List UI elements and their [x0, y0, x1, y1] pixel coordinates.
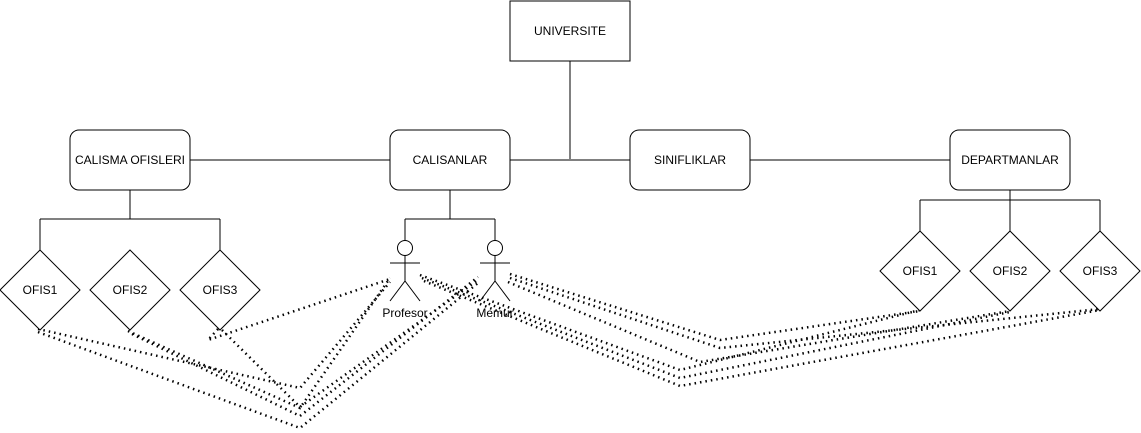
- left-office-ofis2-label: OFIS2: [113, 283, 148, 297]
- entity-calisma-ofisleri-label: CALISMA OFISLERI: [75, 153, 185, 167]
- left-office-ofis3-label: OFIS3: [203, 283, 238, 297]
- right-office-ofis1[interactable]: OFIS1: [879, 230, 961, 312]
- assoc-left-ofis1-memur: [37, 282, 479, 430]
- entity-calisanlar-label: CALISANLAR: [413, 153, 488, 167]
- entity-departmanlar-label: DEPARTMANLAR: [961, 153, 1059, 167]
- assoc-memur-right-ofis1: [509, 272, 921, 342]
- assoc-profesor-right-ofis1: [419, 273, 921, 372]
- entity-sinifliklar-label: SINIFLIKLAR: [654, 153, 726, 167]
- right-office-ofis2[interactable]: OFIS2: [969, 230, 1051, 312]
- assoc-profesor-right-ofis2: [421, 276, 1011, 380]
- assoc-left-ofis3-memur: [221, 278, 479, 409]
- left-office-ofis1-label: OFIS1: [23, 283, 58, 297]
- left-office-ofis3[interactable]: OFIS3: [179, 249, 261, 331]
- entity-sinifliklar[interactable]: SINIFLIKLAR: [629, 129, 751, 191]
- left-office-ofis2[interactable]: OFIS2: [89, 249, 171, 331]
- entity-calisanlar[interactable]: CALISANLAR: [389, 129, 511, 191]
- assoc-profesor-right-ofis3: [423, 279, 1101, 388]
- assoc-left-ofis2-profesor: [127, 277, 392, 410]
- left-office-ofis1[interactable]: OFIS1: [0, 249, 81, 331]
- entity-universite[interactable]: UNIVERSITE: [509, 0, 631, 62]
- right-office-ofis3[interactable]: OFIS3: [1059, 230, 1141, 312]
- right-office-ofis2-label: OFIS2: [993, 264, 1028, 278]
- solid-connectors: [39, 61, 1101, 250]
- dotted-associations: [37, 272, 1101, 430]
- entity-universite-label: UNIVERSITE: [534, 24, 606, 38]
- actor-memur-label: Memur: [476, 306, 513, 320]
- assoc-memur-right-ofis3: [509, 276, 1101, 350]
- entity-departmanlar[interactable]: DEPARTMANLAR: [949, 129, 1071, 191]
- right-office-ofis1-label: OFIS1: [903, 264, 938, 278]
- right-office-ofis3-label: OFIS3: [1083, 264, 1118, 278]
- actor-memur[interactable]: Memur: [476, 240, 514, 321]
- actor-profesor[interactable]: Profesor: [382, 240, 428, 321]
- stick-figure-icon: [389, 240, 421, 302]
- entity-calisma-ofisleri[interactable]: CALISMA OFISLERI: [69, 129, 191, 191]
- stick-figure-icon: [479, 240, 511, 302]
- assoc-left-ofis2-memur: [131, 276, 479, 418]
- actor-profesor-label: Profesor: [382, 306, 427, 320]
